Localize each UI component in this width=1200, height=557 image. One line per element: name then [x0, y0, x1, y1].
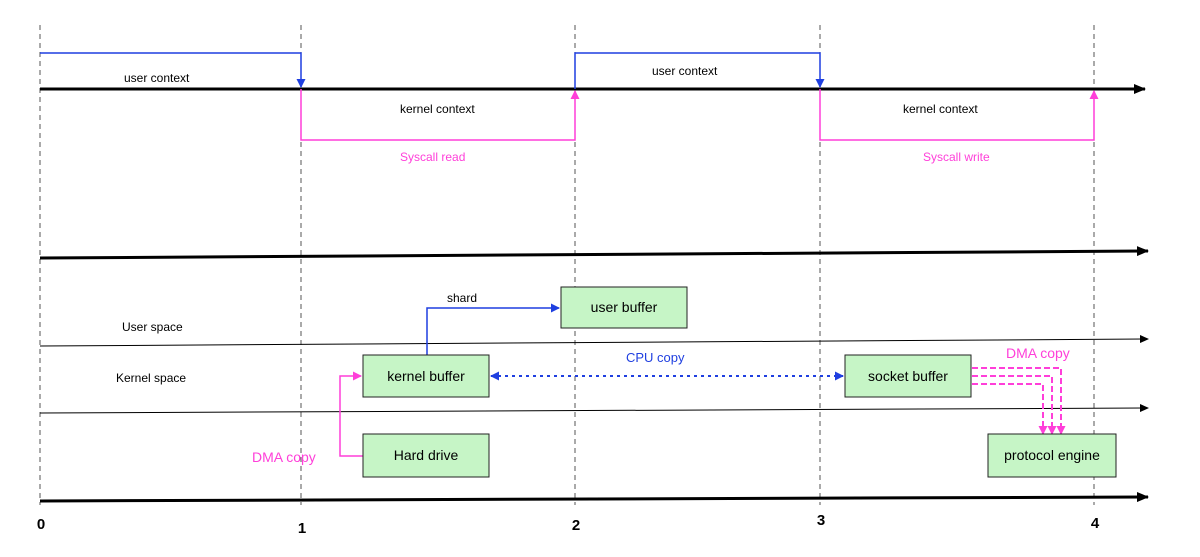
user-context-line-1	[40, 52, 306, 88]
syscall-read-line	[300, 89, 580, 141]
kernel-space-label: Kernel space	[116, 371, 186, 385]
separator-axis	[39, 246, 1149, 260]
user-context-line-2	[574, 52, 825, 89]
protocol-engine-box: protocol engine	[987, 433, 1117, 478]
dma-copy-arrows-right	[972, 367, 1066, 435]
syscall-read-label: Syscall read	[400, 150, 465, 164]
kernel-hardware-boundary-line	[39, 404, 1149, 414]
tick-label-0: 0	[37, 516, 45, 533]
tick-label-2: 2	[572, 517, 580, 534]
dma-copy-label-left: DMA copy	[252, 449, 316, 465]
user-kernel-boundary-line	[39, 335, 1149, 347]
cpu-copy-label: CPU copy	[626, 350, 685, 365]
shard-arrow	[426, 303, 560, 355]
user-context-label-2: user context	[652, 64, 718, 78]
user-buffer-box: user buffer	[560, 286, 688, 329]
hard-drive-label: Hard drive	[394, 447, 459, 463]
dma-copy-label-right: DMA copy	[1006, 345, 1070, 361]
kernel-buffer-label: kernel buffer	[387, 368, 465, 384]
tick-label-4: 4	[1091, 515, 1100, 532]
syscall-write-label: Syscall write	[923, 150, 990, 164]
kernel-buffer-box: kernel buffer	[362, 354, 490, 398]
time-markers	[39, 25, 1095, 505]
tick-label-3: 3	[817, 512, 825, 529]
kernel-context-label-2: kernel context	[903, 102, 978, 116]
kernel-context-label-1: kernel context	[400, 102, 475, 116]
socket-buffer-label: socket buffer	[868, 368, 948, 384]
bottom-axis	[39, 492, 1149, 503]
hard-drive-box: Hard drive	[362, 433, 490, 478]
user-buffer-label: user buffer	[591, 299, 658, 315]
tick-label-1: 1	[298, 520, 306, 537]
user-context-label-1: user context	[124, 71, 190, 85]
user-space-label: User space	[122, 320, 183, 334]
syscall-write-line	[819, 89, 1099, 141]
protocol-engine-label: protocol engine	[1004, 447, 1100, 463]
shard-label: shard	[447, 291, 477, 305]
socket-buffer-box: socket buffer	[844, 354, 972, 398]
dma-copy-arrow-left	[339, 371, 363, 457]
